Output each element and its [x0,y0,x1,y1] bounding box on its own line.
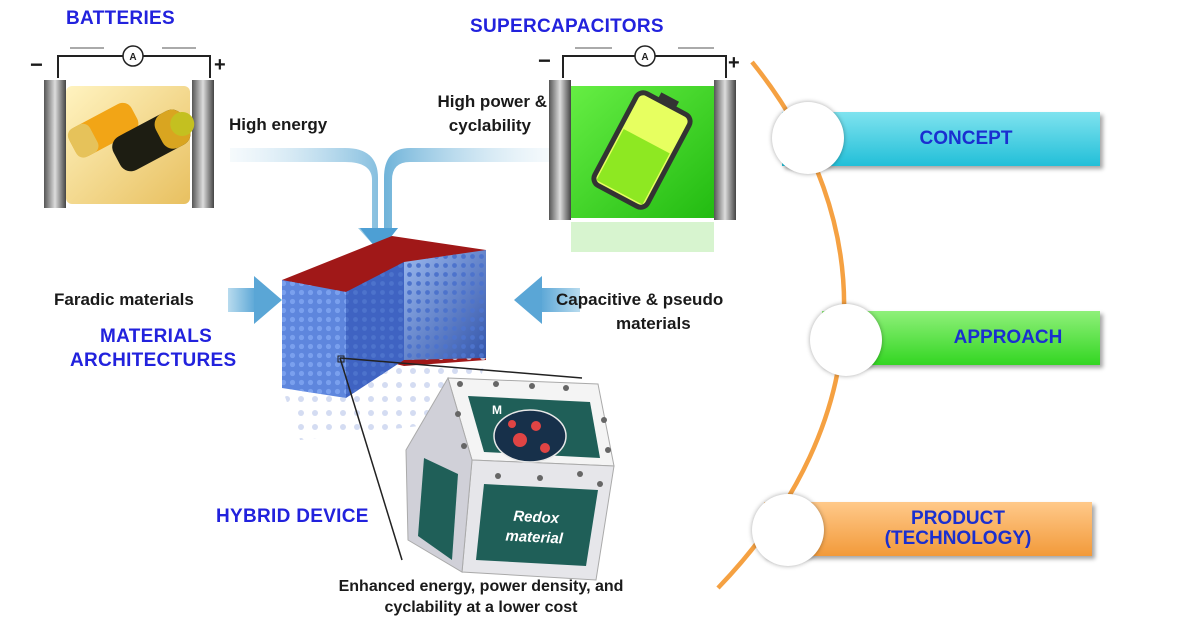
stage-concept-label: CONCEPT [919,128,1013,149]
ion-label: M [492,403,502,417]
battery-negative-plate [44,80,66,208]
stage-product-label-line1: PRODUCT [911,508,1005,529]
redox-material-cube: M Redox material [405,376,615,581]
high-power-label-line1: High power & [437,92,547,111]
supercap-minus-sign: − [538,48,551,73]
zoom-line [339,357,403,561]
stage-concept-node [772,102,844,174]
zoom-line [339,357,583,379]
faradic-materials-label: Faradic materials [54,290,194,309]
electrode-dots [455,381,611,487]
capacitive-materials-label-line2: materials [616,314,691,333]
high-energy-label: High energy [229,115,328,134]
battery-minus-sign: − [30,52,43,77]
hybrid-device-title: HYBRID DEVICE [216,506,369,527]
materials-architectures-line1: MATERIALS [100,326,213,347]
redox-label-line1: Redox [513,508,560,527]
ammeter-label: A [641,52,648,63]
battery-plus-sign: + [214,54,226,76]
supercap-negative-plate [549,80,571,220]
supercapacitor-cell-graphic: A [549,45,736,252]
outcome-line1: Enhanced energy, power density, and [338,578,624,595]
merge-flow-arrow [230,148,550,252]
capacitive-arrow [514,276,580,324]
stage-product-label-line2: (TECHNOLOGY) [884,528,1032,549]
ammeter-label: A [129,52,136,63]
battery-positive-plate [192,80,214,208]
stage-approach-node [810,304,882,376]
supercapacitors-title: SUPERCAPACITORS [470,16,664,37]
stage-approach-label: APPROACH [953,327,1063,348]
outcome-line2: cyclability at a lower cost [384,599,578,616]
capacitive-materials-label-line1: Capacitive & pseudo [556,290,724,309]
faradic-arrow [228,276,282,324]
battery-cell-graphic: A [44,45,214,208]
batteries-title: BATTERIES [66,8,175,29]
supercap-positive-plate [714,80,736,220]
supercap-plus-sign: + [728,52,740,74]
high-power-label-line2: cyclability [448,116,531,135]
redox-label-line2: material [505,528,564,548]
materials-architectures-line2: ARCHITECTURES [70,350,237,371]
stage-product-node [752,494,824,566]
